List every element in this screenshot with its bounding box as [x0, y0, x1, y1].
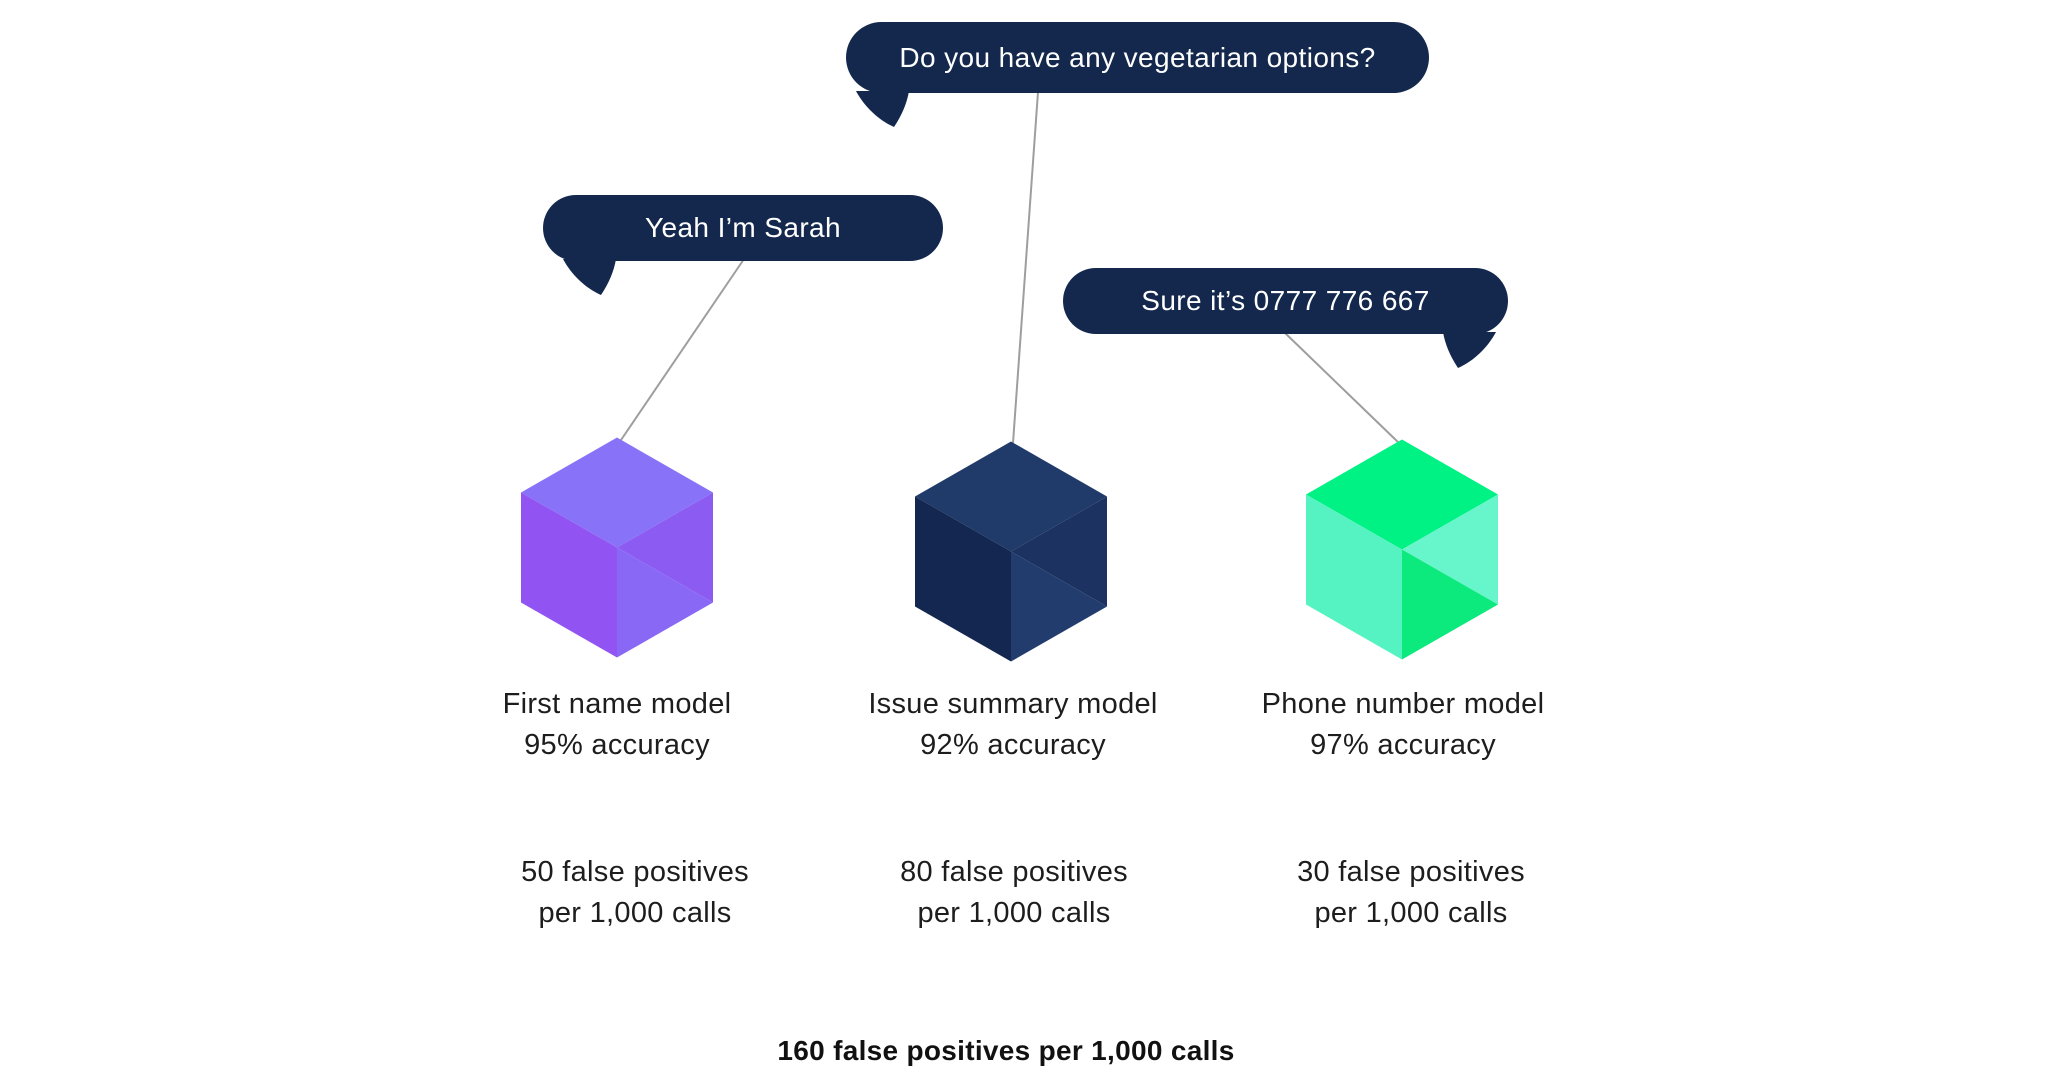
false-positives-count: 80 false positives [900, 856, 1128, 888]
connector-line-name-to-firstname-cube [620, 258, 745, 441]
bubble-tail-icon [1443, 332, 1496, 368]
cube-notch-face [1011, 551, 1107, 662]
false-positives-unit: per 1,000 calls [538, 897, 732, 929]
false-positives-count: 50 false positives [521, 856, 749, 888]
bubble-tail-shape [1443, 332, 1496, 368]
bubble-tail-icon [563, 259, 616, 295]
bubble-tail-icon [856, 91, 909, 127]
cube-notch-face [617, 547, 713, 658]
cube-icon-phone-number-model [1306, 439, 1498, 660]
model-name-label: Issue summary model [868, 688, 1158, 720]
model-info-issue-summary: Issue summary model 92% accuracy [813, 684, 1213, 766]
cube-icon-first-name-model [521, 437, 713, 658]
connector-line-phone-to-phonenumber-cube [1283, 331, 1401, 445]
cube-right-face [617, 492, 713, 603]
chat-bubble-vegetarian-question: Do you have any vegetarian options? [846, 22, 1429, 127]
cube-left-face [1306, 494, 1402, 660]
model-info-first-name: First name model 95% accuracy [417, 684, 817, 766]
model-name-label: Phone number model [1261, 688, 1545, 720]
false-positives-count: 30 false positives [1297, 856, 1525, 888]
cube-icon-issue-summary-model [915, 441, 1107, 662]
chat-bubble-text: Yeah I’m Sarah [644, 212, 842, 243]
model-accuracy-label: 97% accuracy [1310, 729, 1496, 761]
false-positives-unit: per 1,000 calls [917, 897, 1111, 929]
model-name-label: First name model [502, 688, 732, 720]
chat-bubble-phone-reply: Sure it’s 0777 776 667 [1063, 268, 1508, 368]
false-positives-first-name: 50 false positives per 1,000 calls [435, 852, 835, 934]
model-accuracy-label: 92% accuracy [920, 729, 1106, 761]
chat-bubble-name-reply: Yeah I’m Sarah [543, 195, 943, 295]
chat-bubble-text: Do you have any vegetarian options? [899, 41, 1376, 73]
cube-right-face [1011, 496, 1107, 607]
cube-left-face [915, 496, 1011, 662]
chat-bubble-text: Sure it’s 0777 776 667 [1141, 285, 1430, 316]
bubble-tail-shape [563, 259, 616, 295]
false-positives-phone-number: 30 false positives per 1,000 calls [1211, 852, 1611, 934]
model-info-phone-number: Phone number model 97% accuracy [1203, 684, 1603, 766]
false-positives-unit: per 1,000 calls [1314, 897, 1508, 929]
connector-line-vegetarian-to-issue-cube [1012, 91, 1039, 444]
total-false-positives-label: 160 false positives per 1,000 calls [777, 1035, 1235, 1066]
false-positives-issue-summary: 80 false positives per 1,000 calls [814, 852, 1214, 934]
bubble-tail-shape [856, 91, 909, 127]
model-accuracy-label: 95% accuracy [524, 729, 710, 761]
cube-notch-face [1402, 549, 1498, 660]
cube-left-face [521, 492, 617, 658]
cube-right-face [1402, 494, 1498, 605]
